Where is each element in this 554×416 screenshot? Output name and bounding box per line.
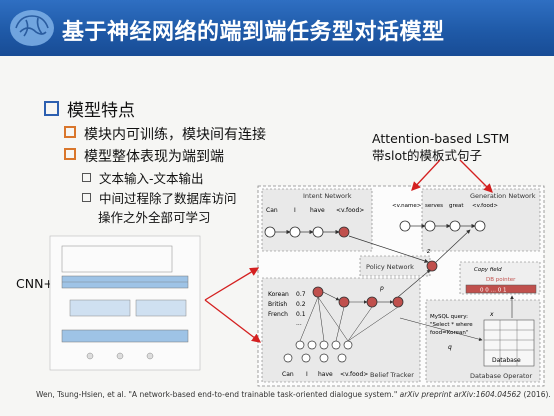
brain-logo-icon <box>10 10 54 46</box>
z-label: z <box>426 248 431 255</box>
mysql-line3: food=Korean" <box>430 330 468 336</box>
red-arrow-intent <box>204 267 260 301</box>
word-can: Can <box>266 207 278 214</box>
belief-british-value: 0.2 <box>296 301 306 308</box>
mysql-line1: MySQL query: <box>430 314 468 320</box>
bullet-learnable: 中间过程除了数据库访问 <box>82 188 237 207</box>
word-i: I <box>294 207 296 214</box>
policy-network-module: Policy Network z <box>348 229 471 277</box>
belief-tracker-module: Belief Tracker Korean 0.7 British 0.2 Fr… <box>261 269 431 383</box>
citation-year: (2016). <box>521 390 551 399</box>
db-pointer-label: DB pointer <box>486 277 516 283</box>
bullet-square-icon <box>64 148 76 160</box>
cnn-rnn-thumbnail <box>49 235 201 371</box>
bullet-square-icon <box>44 101 59 116</box>
intent-network-label: Intent Network <box>303 192 352 200</box>
citation-journal: arXiv preprint arXiv:1604.04562 <box>399 390 522 399</box>
bt-word-food: <v.food> <box>340 371 368 378</box>
policy-network-label: Policy Network <box>366 263 414 271</box>
slide-title: 基于神经网络的端到端任务型对话模型 <box>62 20 445 45</box>
bullet-model-features: 模型特点 <box>44 96 135 121</box>
bt-word-have: have <box>318 371 333 378</box>
intent-network-module: Intent Network Can I have <v.food> <box>261 188 373 252</box>
bt-word-can: Can <box>282 371 294 378</box>
x-label: x <box>489 311 494 318</box>
bullet-square-icon <box>82 193 91 202</box>
annotation-line: Attention-based LSTM <box>372 131 510 146</box>
red-arrow-generation-left <box>411 159 441 191</box>
bullet-text-io: 文本输入-文本输出 <box>82 168 204 187</box>
bullet-text: 中间过程除了数据库访问 <box>99 191 237 206</box>
attention-annotation: Attention-based LSTM 带slot的模板式句子 <box>372 130 509 164</box>
belief-ellipsis: ... <box>296 320 302 327</box>
belief-korean: Korean <box>268 291 289 298</box>
belief-british: British <box>268 301 287 308</box>
bullet-square-icon <box>82 173 91 182</box>
annotation-line: 带slot的模板式句子 <box>372 148 483 163</box>
bullet-learnable-cont: 操作之外全部可学习 <box>98 210 211 225</box>
word-food: <v.food> <box>336 207 364 214</box>
bullet-end-to-end: 模型整体表现为端到端 <box>64 146 224 166</box>
belief-french-value: 0.1 <box>296 311 306 318</box>
bullet-square-icon <box>64 126 76 138</box>
belief-tracker-label: Belief Tracker <box>370 371 414 379</box>
generation-network-label: Generation Network <box>470 192 536 200</box>
bullet-text: 模块内可训练，模块间有连接 <box>84 127 266 143</box>
gen-word-serves: serves <box>425 203 443 209</box>
bullet-text: 模型整体表现为端到端 <box>84 149 224 165</box>
belief-french: French <box>268 311 288 318</box>
bullet-text: 模型特点 <box>67 101 135 121</box>
slide-header: 基于神经网络的端到端任务型对话模型 <box>0 0 554 56</box>
bullet-text: 文本输入-文本输出 <box>99 171 204 186</box>
db-pointer-module: Copy field DB pointer 0 0 … 0 1 <box>459 261 541 295</box>
citation-text: Wen, Tsung-Hsien, et al. "A network-base… <box>36 390 400 399</box>
bullet-trainable: 模块内可训练，模块间有连接 <box>64 124 266 144</box>
database-label: Database <box>492 357 521 364</box>
gen-word-name: <v.name> <box>392 203 422 209</box>
gen-word-food: <v.food> <box>472 203 498 209</box>
generation-network-module: Generation Network <v.name> serves great… <box>392 188 541 252</box>
database-operator-label: Database Operator <box>470 372 533 380</box>
red-arrow-belief <box>204 299 262 343</box>
bt-word-i: I <box>306 371 308 378</box>
word-have: have <box>310 207 325 214</box>
belief-korean-value: 0.7 <box>296 291 306 298</box>
mysql-line2: "Select * where <box>430 322 473 328</box>
database-operator-module: Database Operator MySQL query: "Select *… <box>399 295 541 383</box>
red-arrow-generation-right <box>459 159 493 193</box>
p-label: p <box>379 285 384 292</box>
copy-field-label: Copy field <box>474 267 502 273</box>
db-row-values: 0 0 … 0 1 <box>480 288 507 294</box>
gen-word-great: great <box>449 203 464 209</box>
citation: Wen, Tsung-Hsien, et al. "A network-base… <box>36 390 551 399</box>
q-label: q <box>448 344 452 351</box>
